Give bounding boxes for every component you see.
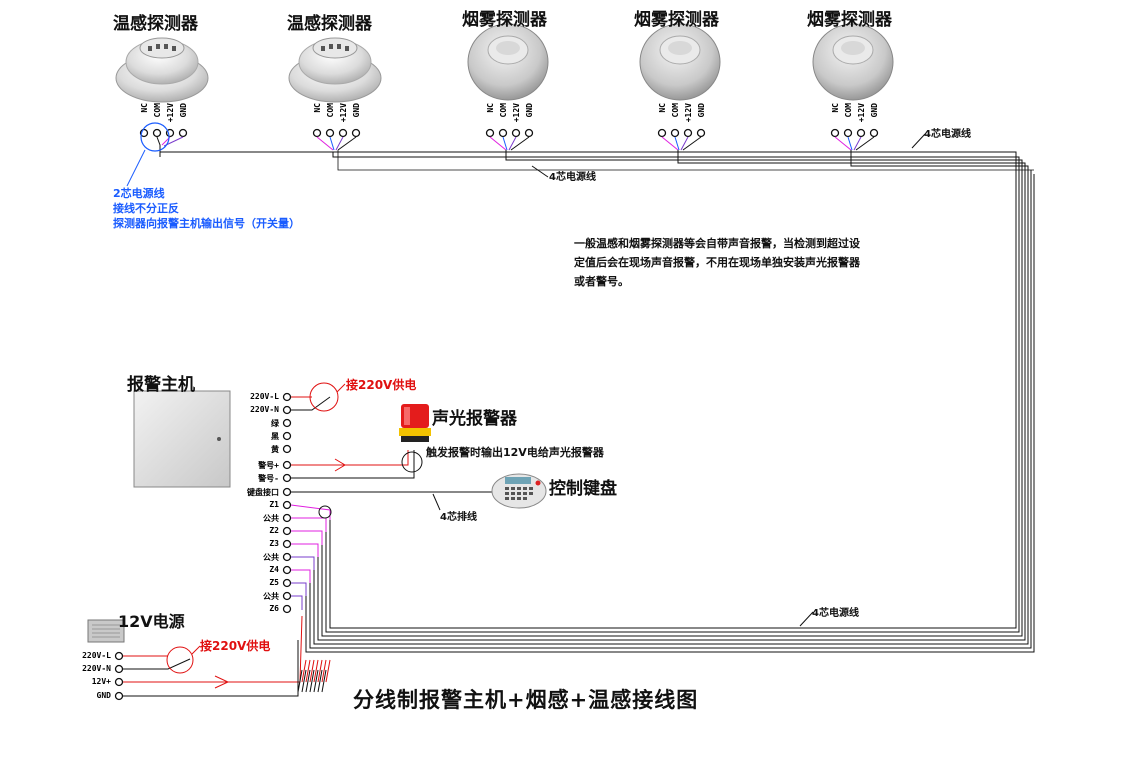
panel-terminal-label: Z2 [269, 526, 279, 535]
pin-label: NC [831, 103, 840, 113]
siren-title: 声光报警器 [432, 409, 517, 429]
detector-4-title: 烟雾探测器 [634, 10, 719, 30]
panel-terminal-label: 警号- [258, 474, 279, 483]
panel-terminals [282, 392, 292, 614]
alarm-panel-title: 报警主机 [127, 375, 195, 395]
detector-5-title: 烟雾探测器 [807, 10, 892, 30]
pin-label: NC [658, 103, 667, 113]
pin-label: GND [179, 103, 188, 118]
zone-wiring [290, 504, 332, 610]
note-line: 一般温感和烟雾探测器等会自带声音报警，当检测到超过设 [574, 237, 860, 250]
panel-terminal-label: 黄 [271, 445, 279, 454]
pin-label: NC [486, 103, 495, 113]
panel-terminal-label: 公共 [263, 514, 279, 523]
panel-terminal-label: 公共 [263, 592, 279, 601]
detector-2-title: 温感探测器 [287, 14, 372, 34]
panel-terminal-label: 绿 [271, 419, 279, 428]
panel-terminal-label: Z5 [269, 578, 279, 587]
panel-terminal-label: Z4 [269, 565, 279, 574]
panel-terminal-label: 220V-L [250, 392, 279, 401]
pin-label: COM [671, 103, 680, 118]
keypad-title: 控制键盘 [549, 479, 617, 499]
pin-label: NC [313, 103, 322, 113]
heat-detector-1-icon [115, 37, 209, 103]
panel-terminal-label: Z1 [269, 500, 279, 509]
smoke-detector-3-icon [812, 23, 894, 101]
panel-220v-feed [291, 382, 346, 412]
general-note: 一般温感和烟雾探测器等会自带声音报警，当检测到超过设 定值后会在现场声音报警，不… [574, 234, 860, 291]
panel-power-note: 接220V供电 [346, 378, 417, 392]
power-trunk [159, 150, 1035, 653]
panel-terminal-label: Z3 [269, 539, 279, 548]
diagram-title: 分线制报警主机+烟感+温感接线图 [353, 687, 699, 712]
detector-3-title: 烟雾探测器 [462, 10, 547, 30]
detector-fan-wires [156, 136, 875, 157]
pin-label: COM [499, 103, 508, 118]
panel-terminal-label: 220V-N [250, 405, 279, 414]
panel-terminal-label: 警号+ [258, 461, 279, 470]
note-line: 接线不分正反 [113, 202, 179, 215]
keypad-icon [491, 473, 547, 509]
alarm-panel-box [133, 390, 231, 488]
panel-terminal-label: Z6 [269, 604, 279, 613]
pin-label: +12V [857, 103, 866, 123]
note-line: 探测器向报警主机输出信号（开关量） [113, 217, 300, 230]
psu-terminal-label: GND [96, 691, 111, 700]
pin-label: COM [844, 103, 853, 118]
cable-label-leaders [432, 133, 926, 627]
note-line: 定值后会在现场声音报警，不用在现场单独安装声光报警器 [574, 256, 860, 269]
siren-wiring [291, 450, 423, 479]
psu-power-note: 接220V供电 [200, 639, 271, 653]
siren-note: 触发报警时输出12V电给声光报警器 [426, 446, 604, 459]
smoke-detector-2-icon [639, 23, 721, 101]
cable-label: 4芯电源线 [549, 172, 596, 183]
detector-1-title: 温感探测器 [113, 14, 198, 34]
siren-icon [399, 404, 431, 442]
pin-label: GND [525, 103, 534, 118]
cable-label: 4芯电源线 [924, 129, 971, 140]
psu-title: 12V电源 [118, 612, 185, 631]
pin-label: +12V [339, 103, 348, 123]
note-line: 或者警号。 [574, 275, 629, 288]
psu-terminals [114, 651, 124, 701]
pin-label: NC [140, 103, 149, 113]
panel-terminal-label: 公共 [263, 553, 279, 562]
pin-label: GND [352, 103, 361, 118]
psu-terminal-label: 220V-N [82, 664, 111, 673]
two-core-highlight [140, 122, 170, 152]
pin-label: +12V [166, 103, 175, 123]
two-core-pointer [126, 149, 146, 187]
detector-terminals [139, 128, 879, 138]
pin-label: COM [153, 103, 162, 118]
heat-detector-2-icon [288, 37, 382, 103]
note-line: 2芯电源线 [113, 187, 165, 200]
pin-label: GND [697, 103, 706, 118]
pin-label: +12V [684, 103, 693, 123]
psu-wiring [123, 615, 331, 697]
psu-icon [87, 619, 125, 643]
cable-label: 4芯排线 [440, 512, 477, 523]
pin-label: +12V [512, 103, 521, 123]
panel-terminal-label: 键盘接口 [247, 488, 279, 497]
two-core-note: 2芯电源线 接线不分正反 探测器向报警主机输出信号（开关量） [113, 186, 300, 231]
psu-terminal-label: 12V+ [91, 677, 111, 686]
pin-label: COM [326, 103, 335, 118]
pin-label: GND [870, 103, 879, 118]
smoke-detector-1-icon [467, 23, 549, 101]
psu-terminal-label: 220V-L [82, 651, 111, 660]
panel-terminal-label: 黑 [271, 432, 279, 441]
cable-label: 4芯电源线 [812, 608, 859, 619]
